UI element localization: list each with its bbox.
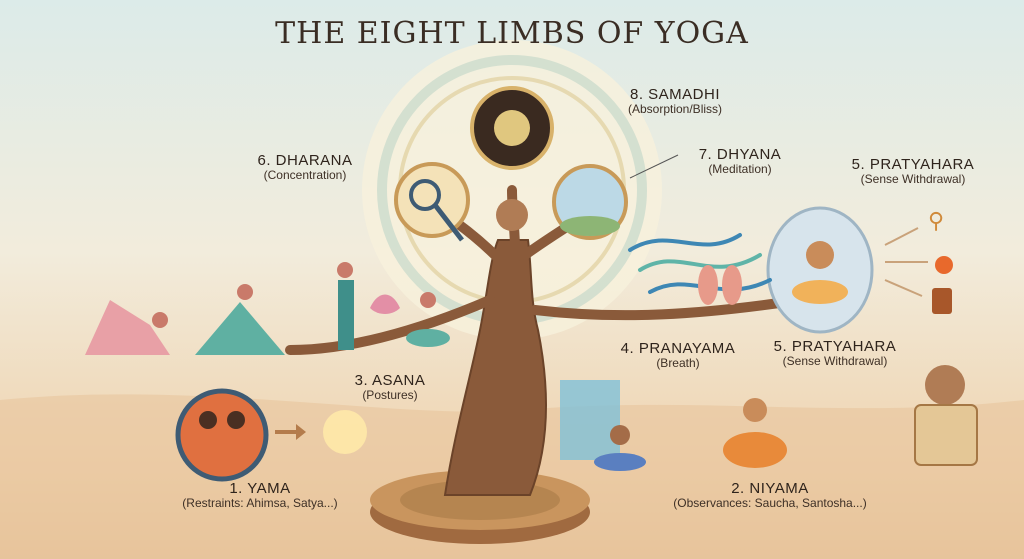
label-dhyana: 7. DHYANA (Meditation)	[680, 146, 800, 177]
label-samadhi: 8. SAMADHI (Absorption/Bliss)	[615, 86, 735, 117]
label-yama: 1. YAMA (Restraints: Ahimsa, Satya...)	[150, 480, 370, 511]
waterfall	[560, 380, 620, 460]
limb-heading: 3. ASANA	[354, 372, 426, 389]
limb-heading: 7. DHYANA	[698, 146, 782, 163]
limb-sub: (Meditation)	[708, 162, 772, 177]
lungs-icon	[698, 265, 742, 305]
limb-heading: 4. PRANAYAMA	[620, 340, 736, 357]
label-pranayama: 4. PRANAYAMA (Breath)	[608, 340, 748, 371]
limb-heading: 6. DHARANA	[257, 152, 353, 169]
page-title: THE EIGHT LIMBS OF YOGA	[275, 16, 749, 51]
jar-icon	[932, 288, 952, 314]
niyama-figure	[723, 398, 787, 468]
meditator-center	[496, 199, 528, 231]
limb-heading: 1. YAMA	[229, 480, 291, 497]
label-niyama: 2. NIYAMA (Observances: Saucha, Santosha…	[650, 480, 890, 511]
sage-figure	[914, 365, 978, 466]
dharana-circle	[394, 162, 470, 238]
limb-heading: 5. PRATYAHARA	[773, 338, 897, 355]
asana-figures	[85, 262, 450, 355]
limb-sub: (Breath)	[656, 356, 700, 371]
label-asana: 3. ASANA (Postures)	[340, 372, 440, 403]
label-pratyahara-bottom: 5. PRATYAHARA (Sense Withdrawal)	[760, 338, 910, 369]
lotus-icon	[370, 294, 400, 314]
limb-sub: (Observances: Saucha, Santosha...)	[673, 496, 867, 511]
flame-icon	[935, 256, 953, 274]
limb-sub: (Absorption/Bliss)	[627, 102, 723, 117]
label-dharana: 6. DHARANA (Concentration)	[240, 152, 370, 183]
handshake-glow	[323, 410, 367, 454]
label-pratyahara-top: 5. PRATYAHARA (Sense Withdrawal)	[838, 156, 988, 187]
tree-trunk	[443, 239, 547, 496]
limb-heading: 2. NIYAMA	[731, 480, 809, 497]
limb-heading: 5. PRATYAHARA	[851, 156, 975, 173]
limb-sub: (Concentration)	[263, 168, 347, 183]
limb-sub: (Sense Withdrawal)	[782, 354, 888, 369]
yama-circle	[175, 388, 269, 482]
limb-sub: (Restraints: Ahimsa, Satya...)	[182, 496, 338, 511]
limb-heading: 8. SAMADHI	[629, 86, 721, 103]
limb-sub: (Sense Withdrawal)	[860, 172, 966, 187]
pratyahara-egg	[766, 206, 874, 334]
bell-icon: ⚲	[928, 208, 944, 233]
limb-sub: (Postures)	[362, 388, 418, 403]
